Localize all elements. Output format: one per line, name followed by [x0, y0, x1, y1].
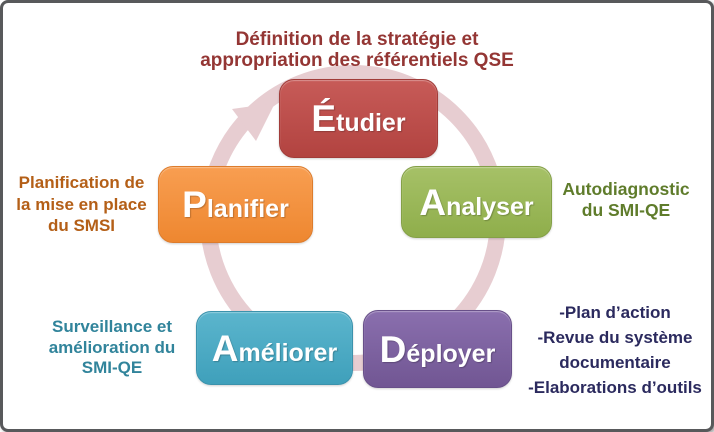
step-label-etudier: Étudier [311, 100, 405, 137]
step-box-deployer: Déployer [363, 310, 512, 388]
step-rest: éployer [406, 339, 496, 368]
annotation-ameliorer: Surveillance et amélioration du SMI-QE [31, 317, 193, 379]
annotation-analyser: Autodiagnostic du SMI-QE [551, 179, 701, 221]
annotation-line: Définition de la stratégie et [235, 29, 479, 50]
step-initial: A [211, 327, 239, 369]
annotation-line: Surveillance et [51, 317, 172, 336]
annotation-line: Planification de [18, 173, 145, 192]
step-box-planifier: Planifier [158, 166, 313, 243]
step-label-analyser: Analyser [419, 184, 533, 221]
step-initial: É [311, 98, 337, 139]
step-box-etudier: Étudier [279, 79, 438, 158]
annotation-line: appropriation des référentiels QSE [200, 50, 514, 71]
step-label-deployer: Déployer [380, 331, 496, 368]
annotation-line: du SMI-QE [581, 200, 671, 220]
step-rest: tudier [336, 109, 406, 137]
step-initial: A [419, 181, 447, 223]
annotation-planifier: Planification de la mise en place du SMS… [8, 172, 155, 237]
step-rest: méliorer [238, 338, 338, 367]
annotation-line: la mise en place [16, 194, 147, 214]
step-label-ameliorer: Améliorer [212, 330, 337, 367]
step-initial: P [182, 184, 207, 225]
annotation-line: documentaire [559, 353, 671, 372]
step-rest: lanifier [206, 195, 289, 223]
annotation-line: SMI-QE [81, 358, 143, 377]
annotation-line: -Plan d’action [559, 303, 671, 322]
annotation-line: -Elaborations d’outils [528, 378, 702, 397]
step-rest: nalyser [446, 192, 534, 221]
step-initial: D [379, 328, 407, 370]
step-label-planifier: Planifier [182, 186, 289, 223]
step-box-analyser: Analyser [401, 166, 552, 238]
annotation-line: Autodiagnostic [562, 179, 690, 199]
step-box-ameliorer: Améliorer [196, 311, 353, 385]
annotation-line: -Revue du système [537, 328, 693, 347]
cycle-arrowhead-icon [232, 103, 275, 141]
annotation-deployer: -Plan d’action -Revue du système documen… [515, 300, 711, 400]
annotation-etudier: Définition de la stratégie et appropriat… [3, 29, 711, 71]
annotation-line: du SMSI [47, 216, 116, 235]
annotation-line: amélioration du [48, 337, 176, 357]
